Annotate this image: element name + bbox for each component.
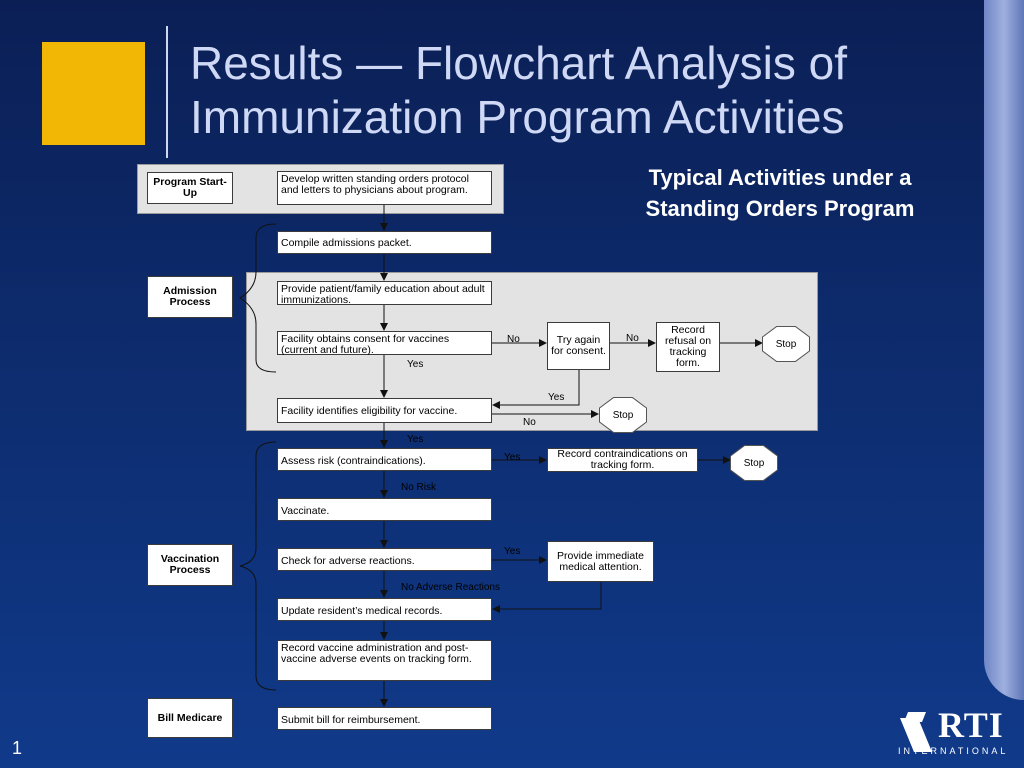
step-record-refusal: Record refusal on tracking form. xyxy=(656,322,720,372)
right-decor-bar xyxy=(984,0,1024,700)
rti-logo-icon xyxy=(900,712,932,752)
phase-admission: Admission Process xyxy=(147,276,233,318)
step-obtain-consent: Facility obtains consent for vaccines (c… xyxy=(277,331,492,356)
edge-label-no-adverse: No Adverse Reactions xyxy=(401,582,500,593)
edge-label-adverse-yes: Yes xyxy=(504,546,521,557)
step-identify-eligibility: Facility identifies eligibility for vacc… xyxy=(277,398,492,423)
phase-vaccination: Vaccination Process xyxy=(147,544,233,586)
step-education: Provide patient/family education about a… xyxy=(277,281,492,306)
subtitle-line-2: Standing Orders Program xyxy=(645,196,915,221)
phase-program-startup: Program Start-Up xyxy=(147,172,233,204)
accent-square xyxy=(42,42,145,145)
step-record-contraindications: Record contraindications on tracking for… xyxy=(547,448,698,472)
slide-title: Results — Flowchart Analysis of Immuniza… xyxy=(190,36,950,144)
step-try-again: Try again for consent. xyxy=(547,322,610,370)
edge-label-consent-no: No xyxy=(507,334,520,345)
title-line-2: Immunization Program Activities xyxy=(190,91,845,143)
edge-label-eligibility-no: No xyxy=(523,417,536,428)
slide-number: 1 xyxy=(12,738,23,758)
step-compile-packet: Compile admissions packet. xyxy=(277,231,492,254)
edge-label-risk-yes: Yes xyxy=(504,452,521,463)
stop-octagon-eligibility: Stop xyxy=(600,398,646,432)
step-record-administration: Record vaccine administration and post-v… xyxy=(277,640,492,681)
stop-octagon-contra: Stop xyxy=(731,446,777,480)
edge-label-try-yes: Yes xyxy=(548,392,565,403)
title-divider xyxy=(166,26,168,158)
slide-subtitle: Typical Activities under a Standing Orde… xyxy=(610,162,950,224)
title-line-1: Results — Flowchart Analysis of xyxy=(190,37,848,89)
step-medical-attention: Provide immediate medical attention. xyxy=(547,541,654,582)
step-develop-protocol: Develop written standing orders protocol… xyxy=(277,171,492,205)
edge-label-no-risk: No Risk xyxy=(401,482,437,493)
edge-label-consent-yes: Yes xyxy=(407,359,424,370)
rti-logo-word: RTI xyxy=(938,705,1004,745)
step-vaccinate: Vaccinate. xyxy=(277,498,492,521)
stop-octagon-refusal: Stop xyxy=(763,327,809,361)
edge-label-try-no: No xyxy=(626,333,639,344)
step-update-records: Update resident’s medical records. xyxy=(277,598,492,621)
step-submit-bill: Submit bill for reimbursement. xyxy=(277,707,492,730)
phase-bill-medicare: Bill Medicare xyxy=(147,698,233,738)
step-assess-risk: Assess risk (contraindications). xyxy=(277,448,492,471)
subtitle-line-1: Typical Activities under a xyxy=(648,165,912,190)
step-check-adverse: Check for adverse reactions. xyxy=(277,548,492,571)
rti-logo-sub: INTERNATIONAL xyxy=(898,746,1009,756)
edge-label-eligibility-yes: Yes xyxy=(407,434,424,445)
